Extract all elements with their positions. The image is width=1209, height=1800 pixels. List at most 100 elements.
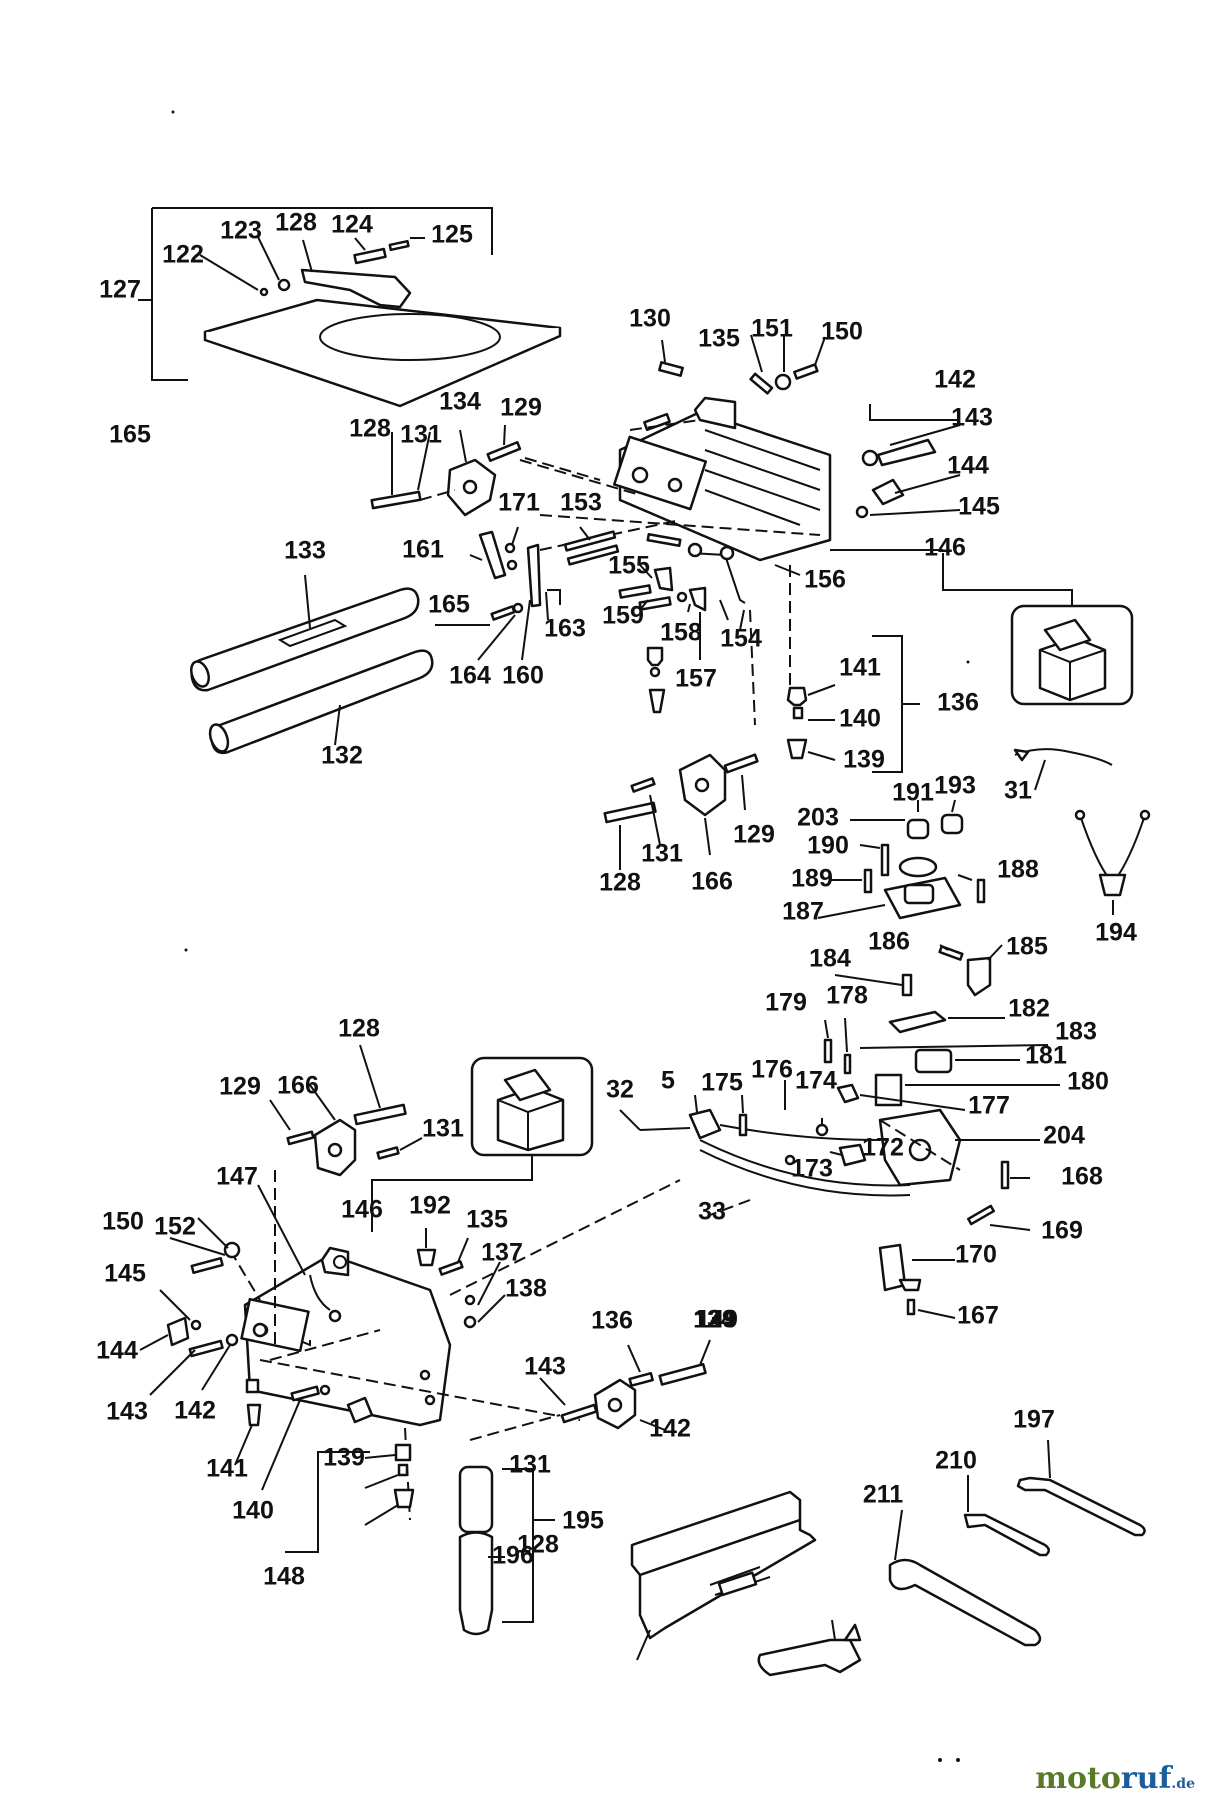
key-196 bbox=[963, 1513, 1050, 1557]
part-number-label: 125 bbox=[431, 221, 473, 249]
part-number-label: 172 bbox=[862, 1134, 904, 1162]
pivot-bracket-middle bbox=[603, 753, 759, 870]
part-number-label: 128 bbox=[599, 869, 641, 897]
part-number-label: 150 bbox=[102, 1208, 144, 1236]
part-number-label: 128 bbox=[275, 209, 317, 237]
part-number-label: 165 bbox=[109, 421, 151, 449]
part-number-label: 139 bbox=[843, 746, 885, 774]
part-number-label: 129 bbox=[500, 394, 542, 422]
part-number-label: 166 bbox=[691, 868, 733, 896]
part-number-label: 137 bbox=[481, 1239, 523, 1267]
pivot-bracket-upper bbox=[370, 424, 601, 517]
part-number-label: 129 bbox=[694, 1306, 736, 1334]
part-number-label: 148 bbox=[263, 1563, 305, 1591]
part-number-label: 169 bbox=[1041, 1217, 1083, 1245]
part-number-label: 171 bbox=[498, 489, 540, 517]
switch-group bbox=[817, 799, 1003, 997]
part-number-label: 174 bbox=[795, 1067, 837, 1095]
part-number-label: 136 bbox=[591, 1307, 633, 1335]
part-number-label: 204 bbox=[1043, 1122, 1085, 1150]
part-number-label: 153 bbox=[560, 489, 602, 517]
part-number-label: 141 bbox=[839, 654, 881, 682]
part-number-label: 165 bbox=[428, 591, 470, 619]
part-number-label: 146 bbox=[341, 1196, 383, 1224]
part-number-label: 122 bbox=[162, 241, 204, 269]
part-number-label: 161 bbox=[402, 536, 444, 564]
part-number-label: 135 bbox=[466, 1206, 508, 1234]
part-number-label: 128 bbox=[349, 415, 391, 443]
part-number-label: 151 bbox=[751, 315, 793, 343]
part-number-label: 211 bbox=[863, 1481, 903, 1509]
part-number-label: 145 bbox=[958, 493, 1000, 521]
part-number-label: 128 bbox=[338, 1015, 380, 1043]
knob-parts-lower-left bbox=[139, 1217, 374, 1491]
part-number-label: 142 bbox=[934, 366, 976, 394]
bracket-127 bbox=[152, 207, 493, 255]
part-number-label: 176 bbox=[751, 1056, 793, 1084]
part-number-label: 157 bbox=[675, 665, 717, 693]
spring-parts-cluster bbox=[563, 526, 801, 726]
part-number-label: 196 bbox=[492, 1542, 534, 1570]
part-number-label: 139 bbox=[323, 1444, 365, 1472]
part-number-label: 179 bbox=[765, 989, 807, 1017]
part-number-label: 131 bbox=[509, 1451, 551, 1479]
guide-rails bbox=[190, 574, 434, 755]
part-number-label: 140 bbox=[839, 705, 881, 733]
part-number-label: 132 bbox=[321, 742, 363, 770]
part-number-label: 33 bbox=[698, 1198, 726, 1226]
part-number-label: 135 bbox=[698, 325, 740, 353]
part-number-label: 188 bbox=[997, 856, 1039, 884]
part-number-label: 191 bbox=[892, 779, 934, 807]
part-number-label: 131 bbox=[400, 421, 442, 449]
watermark-brand-b: ruf bbox=[1120, 1761, 1172, 1796]
small-parts-cluster bbox=[435, 519, 681, 661]
part-number-label: 127 bbox=[99, 276, 141, 304]
tilt-lock-lever bbox=[300, 268, 412, 309]
part-number-label: 123 bbox=[220, 217, 262, 245]
upper-carriage bbox=[519, 334, 961, 562]
part-number-label: 134 bbox=[693, 1306, 735, 1334]
part-number-label: 128 bbox=[517, 1531, 559, 1559]
part-number-label: 163 bbox=[544, 615, 586, 643]
part-number-label: 192 bbox=[409, 1192, 451, 1220]
part-number-label: 189 bbox=[791, 865, 833, 893]
part-number-label: 187 bbox=[782, 898, 824, 926]
motor-housing-lower bbox=[229, 1170, 681, 1521]
part-number-label: 134 bbox=[439, 388, 481, 416]
part-number-label: 31 bbox=[1004, 777, 1032, 805]
part-number-label: 131 bbox=[422, 1115, 464, 1143]
part-number-label: 168 bbox=[1061, 1163, 1103, 1191]
part-number-label: 155 bbox=[608, 552, 650, 580]
part-number-label: 154 bbox=[720, 625, 762, 653]
part-number-label: 173 bbox=[791, 1155, 833, 1183]
part-number-label: 194 bbox=[1095, 919, 1137, 947]
part-number-label: 167 bbox=[957, 1302, 999, 1330]
carton-box-lower bbox=[371, 1056, 594, 1232]
watermark-tld: .de bbox=[1171, 1776, 1195, 1792]
part-number-label: 141 bbox=[206, 1455, 248, 1483]
key-195 bbox=[1016, 1476, 1146, 1537]
watermark-brand-a: moto bbox=[1035, 1761, 1121, 1796]
part-number-label: 183 bbox=[1055, 1018, 1097, 1046]
part-number-label: 190 bbox=[807, 832, 849, 860]
part-number-label: 181 bbox=[1025, 1042, 1067, 1070]
part-number-label: 158 bbox=[660, 619, 702, 647]
part-number-label: 164 bbox=[449, 662, 491, 690]
adjust-knob-lower bbox=[285, 1443, 415, 1553]
watermark-logo: motoruf.de bbox=[1035, 1761, 1195, 1796]
part-number-label: 143 bbox=[951, 404, 993, 432]
switch-box bbox=[823, 1010, 1060, 1111]
key-197 bbox=[888, 1558, 1042, 1647]
part-number-label: 143 bbox=[524, 1353, 566, 1381]
part-number-label: 142 bbox=[174, 1397, 216, 1425]
adjust-knob-upper bbox=[786, 635, 920, 773]
part-number-label: 156 bbox=[804, 566, 846, 594]
part-number-label: 177 bbox=[968, 1092, 1010, 1120]
part-number-label: 175 bbox=[701, 1069, 743, 1097]
part-number-label: 178 bbox=[826, 982, 868, 1010]
part-number-label: 138 bbox=[505, 1275, 547, 1303]
part-number-label: 145 bbox=[104, 1260, 146, 1288]
part-number-label: 197 bbox=[1013, 1406, 1055, 1434]
